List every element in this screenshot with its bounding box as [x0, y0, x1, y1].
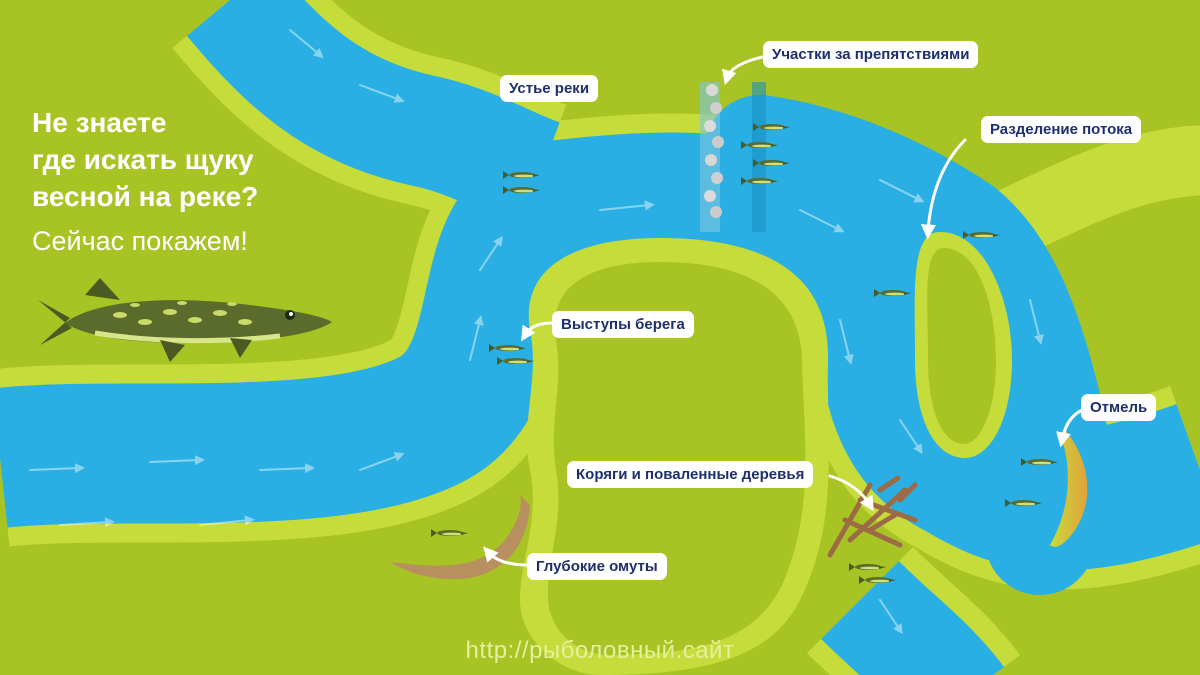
flow-arrows: [29, 29, 1044, 635]
headline-line-3: весной на реке?: [32, 181, 259, 212]
label-bank-ledges: Выступы берега: [552, 311, 694, 338]
shallow-bank: [1050, 430, 1088, 547]
label-deep-pools: Глубокие омуты: [527, 553, 667, 580]
label-river-mouth: Устье реки: [500, 75, 599, 102]
island: [914, 232, 1012, 458]
footer-url: http://рыболовный.сайт: [465, 637, 735, 664]
headline-subline: Сейчас покажем!: [32, 226, 248, 256]
pike-illustration: [38, 278, 332, 362]
label-flow-split: Разделение потока: [981, 116, 1142, 143]
headline-line-2: где искать щуку: [32, 144, 254, 175]
label-snags: Коряги и поваленные деревья: [567, 461, 814, 488]
label-obstacles: Участки за препятствиями: [763, 41, 979, 68]
headline-line-1: Не знаете: [32, 107, 167, 138]
rock-barrier: [700, 82, 766, 232]
inner-peninsula: [520, 238, 829, 675]
label-shallow: Отмель: [1081, 394, 1157, 421]
